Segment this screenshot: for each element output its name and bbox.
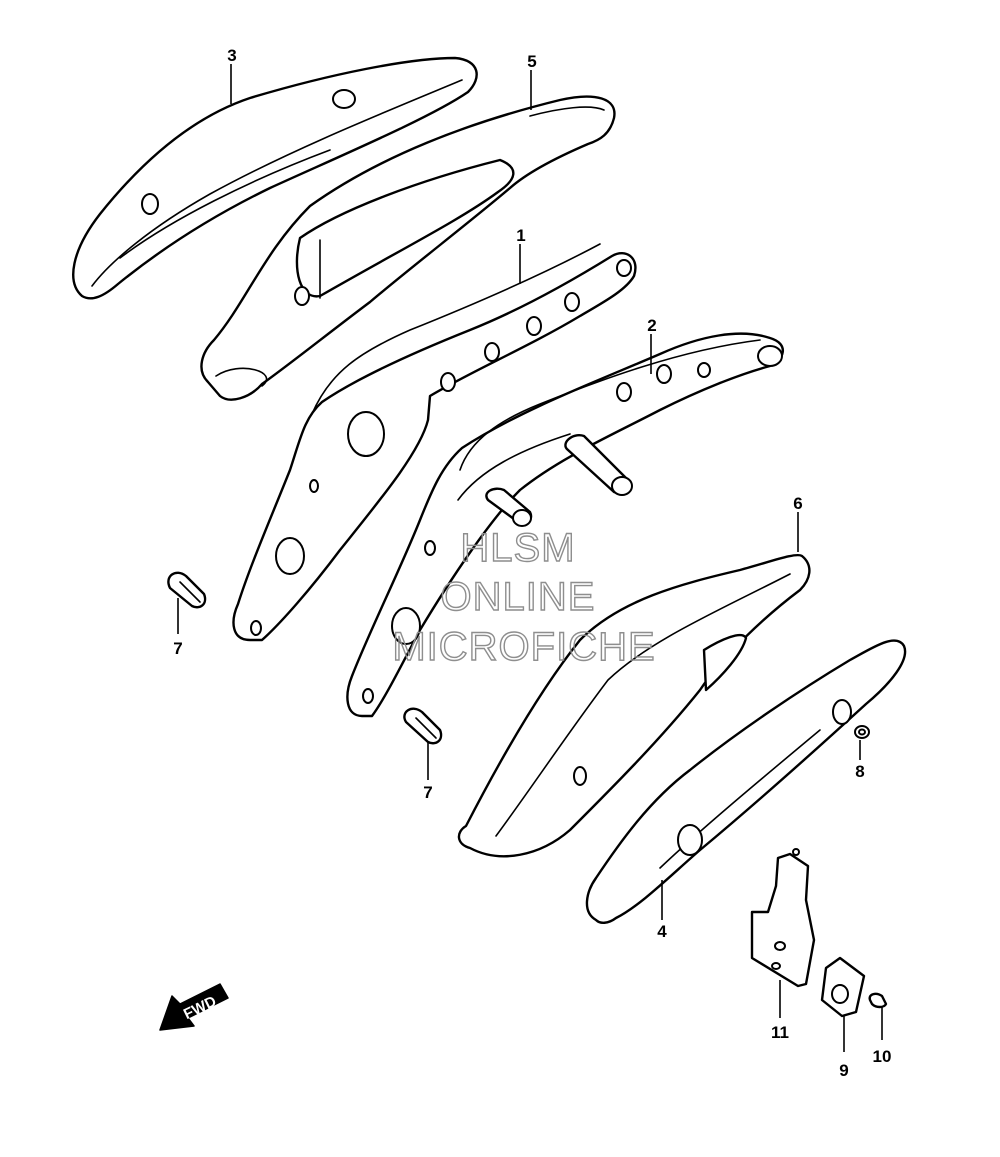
part-3-cover [72,56,478,300]
leader-lines [177,64,883,1052]
watermark: HLSM ONLINE MICROFICHE [392,525,656,669]
part-6-cover [457,553,811,858]
fwd-arrow-icon: FWD [159,983,229,1031]
callout-7-center: 7 [423,783,432,802]
part-11-plate [750,848,816,988]
callout-8: 8 [855,762,864,781]
part-2-bracket [346,332,784,718]
callout-2: 2 [647,316,656,335]
part-1-bracket [232,243,637,642]
part-5-cover [200,95,616,401]
part-10-screw [868,992,888,1009]
callout-5: 5 [527,52,536,71]
part-7-bolt-left [167,571,207,609]
callout-7-left: 7 [173,639,182,658]
part-9-clamp [820,956,866,1018]
callout-11: 11 [771,1023,789,1042]
part-4-cover [585,639,907,924]
watermark-line-2: ONLINE [441,575,596,619]
callout-9: 9 [839,1061,848,1080]
watermark-line-3: MICROFICHE [392,625,655,669]
watermark-line-1: HLSM [460,526,575,570]
callout-3: 3 [227,46,236,65]
part-8-washer [854,725,870,739]
callout-10: 10 [873,1047,892,1066]
callout-4: 4 [657,922,667,941]
callout-1: 1 [516,226,525,245]
callout-6: 6 [793,494,802,513]
part-7-bolt-center [403,707,443,745]
